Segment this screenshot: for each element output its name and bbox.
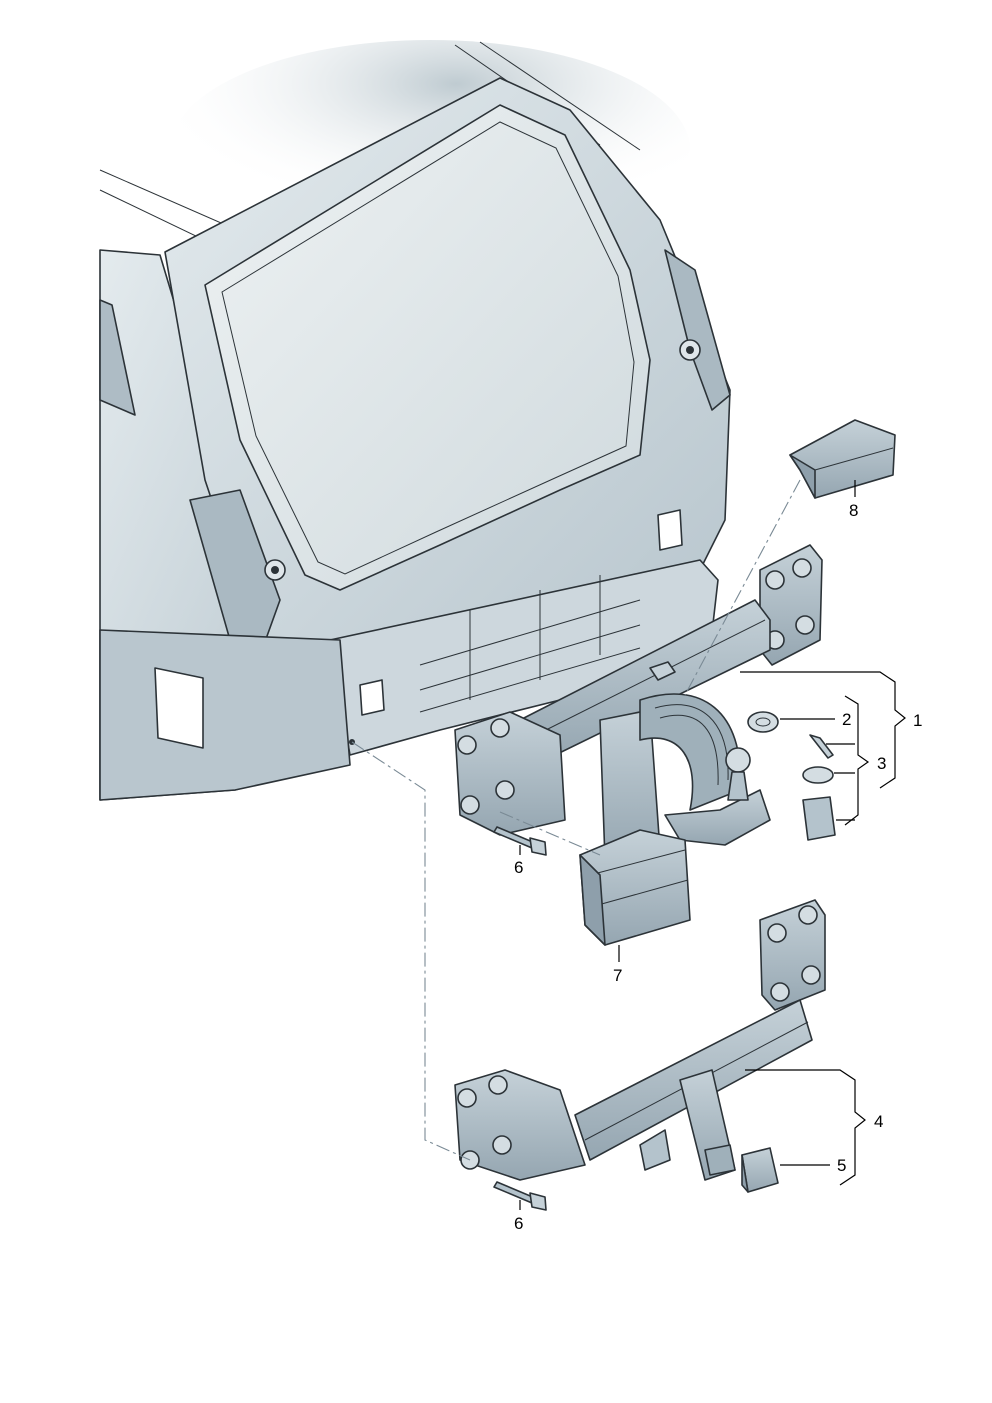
- part-1-tow-bar-detachable: [454, 544, 823, 861]
- callout-5: 5: [837, 1156, 846, 1175]
- part-3-small-parts-kit: [802, 734, 836, 841]
- assembly-lines: [351, 479, 801, 1161]
- part-6-bolt-lower: [493, 1181, 547, 1211]
- callout-7: 7: [613, 966, 622, 985]
- callout-4: 4: [874, 1112, 883, 1131]
- part-4-tow-bar-fixed: [454, 899, 826, 1181]
- callout-1: 1: [913, 711, 922, 730]
- part-5-receiver-cap: [741, 1147, 779, 1193]
- part-8-cover-cap: [789, 419, 896, 499]
- callout-labels: 1 2 3 4 5 6 6 7 8: [514, 501, 922, 1233]
- part-2-washer: [747, 711, 779, 733]
- callout-6-upper: 6: [514, 858, 523, 877]
- callout-8: 8: [849, 501, 858, 520]
- vehicle-rear-body: [99, 40, 731, 801]
- part-6-bolt-upper: [493, 826, 547, 856]
- callout-6-lower: 6: [514, 1214, 523, 1233]
- part-7-electrical-kit: [579, 829, 691, 946]
- callout-2: 2: [842, 710, 851, 729]
- leader-lines: [519, 480, 906, 1210]
- callout-3: 3: [877, 754, 886, 773]
